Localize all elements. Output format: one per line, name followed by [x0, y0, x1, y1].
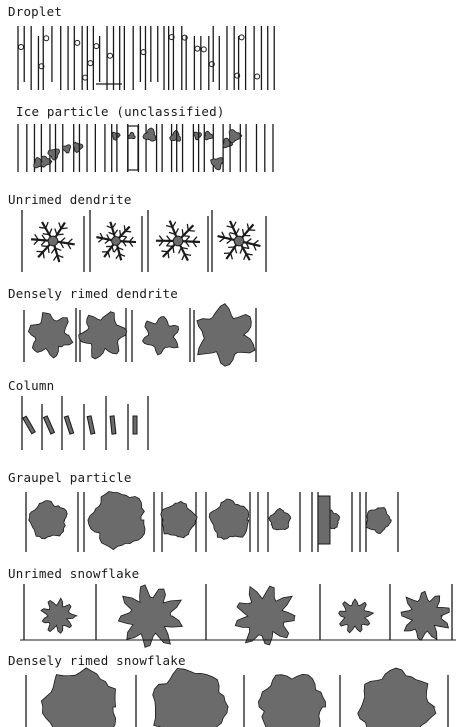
rimed-snowflake-image — [358, 668, 436, 727]
rimed-snowflake-image — [258, 674, 325, 727]
rimed-snowflake-image — [153, 668, 229, 727]
rimed-snowflake-image — [41, 668, 115, 727]
